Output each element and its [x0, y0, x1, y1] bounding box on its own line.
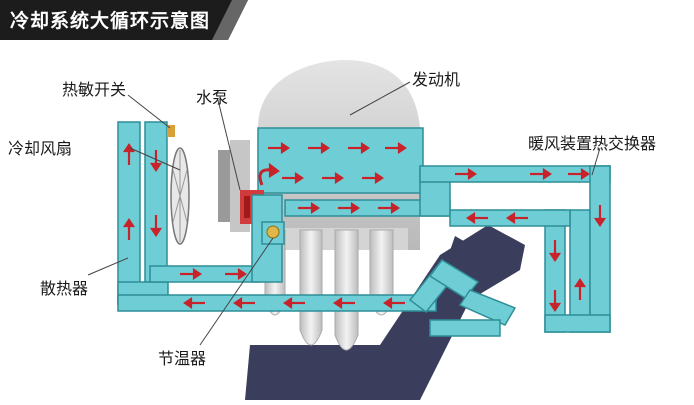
flow-arrow: [282, 171, 304, 185]
flow-arrow: [383, 296, 405, 310]
thermostat-valve: [266, 225, 280, 239]
flow-arrow: [180, 267, 202, 281]
label-engine: 发动机: [412, 70, 461, 89]
label-radiator: 散热器: [40, 279, 89, 298]
flow-arrow: [530, 167, 552, 181]
engine-block: [257, 60, 424, 351]
flow-arrow: [573, 278, 587, 300]
flow-arrow: [308, 141, 330, 155]
flow-arrows: [122, 141, 607, 312]
flow-arrow: [233, 296, 255, 310]
label-cooling-fan: 冷却风扇: [8, 139, 73, 158]
flow-arrow: [283, 296, 305, 310]
flow-arrow: [298, 201, 320, 215]
flow-arrow: [268, 141, 290, 155]
leader-lines: [87, 81, 601, 346]
flow-arrow: [122, 218, 136, 240]
flow-arrow: [149, 215, 163, 237]
flow-arrow: [225, 267, 247, 281]
flow-arrow: [455, 167, 477, 181]
label-thermo-switch: 热敏开关: [62, 80, 127, 99]
flow-arrow: [593, 205, 607, 227]
label-heater-exchanger: 暖风装置热交换器: [528, 134, 657, 153]
flow-arrow: [568, 167, 590, 181]
flow-arrow: [322, 171, 344, 185]
flow-arrow: [378, 201, 400, 215]
label-thermostat: 节温器: [158, 349, 207, 368]
flow-arrow: [149, 150, 163, 172]
title-banner-shape: [0, 0, 248, 40]
flow-arrow: [506, 211, 528, 225]
flow-arrow: [548, 290, 562, 312]
title-banner: 冷却系统大循环示意图: [0, 0, 248, 40]
flow-arrow: [348, 141, 370, 155]
flow-arrow: [466, 211, 488, 225]
flow-arrow: [333, 296, 355, 310]
diagram-title: 冷却系统大循环示意图: [10, 10, 211, 32]
cooling-fan: [170, 147, 190, 245]
flow-arrow: [183, 296, 205, 310]
flow-arrow: [385, 141, 407, 155]
flow-arrow: [362, 171, 384, 185]
flow-arrow: [548, 240, 562, 262]
thermo-switch-sensor: [167, 125, 175, 137]
flow-arrow: [338, 201, 360, 215]
label-water-pump: 水泵: [196, 88, 229, 107]
